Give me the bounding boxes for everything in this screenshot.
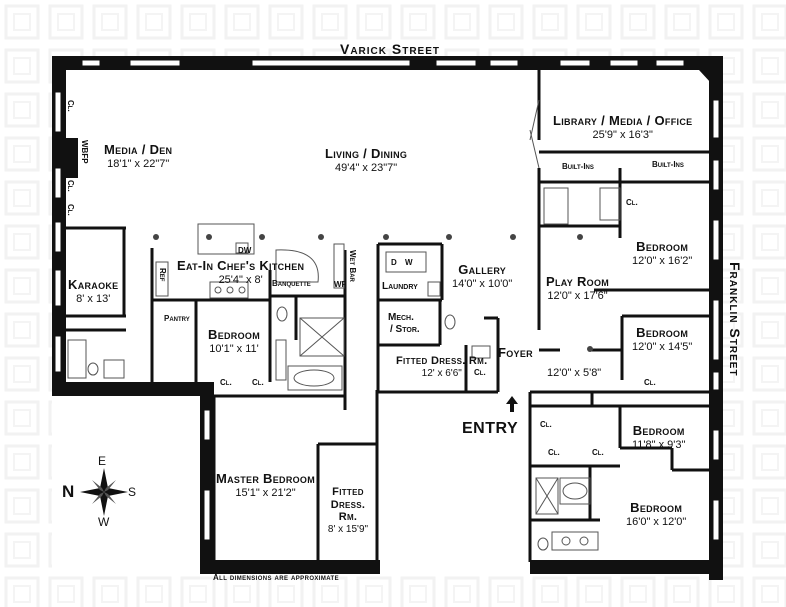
windows-south <box>203 409 211 541</box>
room-name: Eat-In Chef's Kitchen <box>177 258 305 273</box>
room-dims: 11'8" x 9'3" <box>632 438 686 451</box>
windows-north <box>81 59 685 67</box>
fireplace <box>66 138 78 178</box>
room-foyer-label: Foyer <box>498 345 533 361</box>
room-name: Media / Den <box>104 142 173 157</box>
mech-label: Mech. <box>388 312 414 323</box>
entry-arrow <box>506 396 518 412</box>
street-label-east: Franklin Street <box>727 262 744 377</box>
room-name: Bedroom <box>636 325 689 340</box>
room-dims: 10'1" x 11' <box>209 342 259 355</box>
laundry-label: Laundry <box>382 281 418 292</box>
interior-walls <box>66 70 709 562</box>
room-play-room: Play Room 12'0" x 17'6" <box>546 274 610 303</box>
room-bedroom-ne: Bedroom 12'0" x 16'2" <box>632 239 693 268</box>
closet-label: Cl. <box>644 378 656 387</box>
dryer-label: D <box>391 258 397 267</box>
room-dims: 14'0" x 10'0" <box>452 277 513 290</box>
room-dims: 18'1" x 22"7" <box>107 157 170 170</box>
built-ins-label: Built-Ins <box>562 162 594 171</box>
built-ins-label: Built-Ins <box>652 160 684 169</box>
compass-rose-icon <box>80 468 128 516</box>
street-label-north: Varick Street <box>340 41 441 57</box>
room-dims: 8' x 15'9" <box>327 523 369 535</box>
dishwasher-label: DW <box>238 246 252 255</box>
room-bedroom-se: Bedroom 16'0" x 12'0" <box>626 500 687 529</box>
closet-label: Cl. <box>66 204 76 216</box>
compass-north-letter: N <box>62 482 75 501</box>
room-dims: 25'4" x 8' <box>218 273 263 286</box>
closet-label: Cl. <box>626 198 638 207</box>
room-dims: 12'0" x 17'6" <box>547 289 608 302</box>
room-name: Library / Media / Office <box>553 113 693 128</box>
washer-label: W <box>405 258 413 267</box>
room-name: Master Bedroom <box>216 471 316 486</box>
room-dims: 49'4" x 23"7" <box>335 161 398 174</box>
room-master-bedroom: Master Bedroom 15'1" x 21'2" <box>216 471 316 500</box>
room-dims: 16'0" x 12'0" <box>626 515 687 528</box>
room-name: Foyer <box>498 345 533 360</box>
wbfp-label: WBFP <box>80 140 90 164</box>
room-dims: 12'0" x 16'2" <box>632 254 693 267</box>
compass-south-letter: S <box>128 485 137 499</box>
windows-west <box>54 91 62 373</box>
closet-label: Cl. <box>66 100 76 112</box>
fixtures <box>67 99 621 551</box>
room-dims: 12'0" x 5'8" <box>547 367 602 379</box>
closet-label: Cl. <box>252 378 264 387</box>
room-name: Fitted Dress. Rm. <box>396 355 488 367</box>
room-library: Library / Media / Office 25'9" x 16'3" <box>553 113 693 142</box>
room-living-dining: Living / Dining 49'4" x 23"7" <box>325 146 408 175</box>
room-dims: 12'0" x 14'5" <box>632 340 693 353</box>
room-karaoke: Karaoke 8' x 13' <box>68 277 119 306</box>
entry-label: ENTRY <box>462 420 519 437</box>
room-gallery: Gallery 14'0" x 10'0" <box>452 262 513 291</box>
room-name: Gallery <box>458 262 507 277</box>
room-foyer-dims: 12'0" x 5'8" <box>547 367 601 380</box>
room-bedroom-center: Bedroom 10'1" x 11' <box>208 327 260 356</box>
wf-label: WF <box>334 280 347 289</box>
room-name: Bedroom <box>630 500 683 515</box>
columns <box>153 234 593 352</box>
room-dims: 8' x 13' <box>76 292 111 305</box>
room-kitchen: Eat-In Chef's Kitchen 25'4" x 8' <box>177 258 305 287</box>
refrigerator-label: Ref <box>158 268 168 282</box>
room-bedroom-se-small: Bedroom 11'8" x 9'3" <box>632 423 686 452</box>
room-dims: 15'1" x 21'2" <box>235 486 296 499</box>
pantry-label: Pantry <box>164 314 190 323</box>
stor-label: / Stor. <box>390 324 420 335</box>
room-name: Living / Dining <box>325 146 408 161</box>
closet-label: Cl. <box>592 448 604 457</box>
room-name: Bedroom <box>636 239 689 254</box>
room-name: Bedroom <box>632 423 685 438</box>
room-bedroom-e: Bedroom 12'0" x 14'5" <box>632 325 693 354</box>
compass-east-letter: E <box>98 454 107 468</box>
wet-bar-label: Wet Bar <box>348 250 358 282</box>
room-dims: 25'9" x 16'3" <box>592 128 653 141</box>
footer-note: All dimensions are approximate <box>213 573 340 582</box>
room-name: Karaoke <box>68 277 119 292</box>
room-media-den: Media / Den 18'1" x 22"7" <box>104 142 173 171</box>
closet-label: Cl. <box>548 448 560 457</box>
closet-label: Cl. <box>540 420 552 429</box>
closet-label: Cl. <box>220 378 232 387</box>
room-dims: 12' x 6'6" <box>421 367 462 379</box>
room-fitted-dress-master: Fitted Dress. Rm. 8' x 15'9" <box>320 486 376 535</box>
windows-east <box>712 99 720 541</box>
room-name: Fitted Dress. Rm. <box>330 486 366 524</box>
room-name: Play Room <box>546 274 610 289</box>
room-name: Bedroom <box>208 327 260 342</box>
closet-label: Cl. <box>474 368 486 377</box>
compass-west-letter: W <box>98 515 110 529</box>
room-fitted-dress-center: Fitted Dress. Rm. 12' x 6'6" <box>396 355 488 379</box>
closet-label: Cl. <box>66 180 76 192</box>
banquette-label: Banquette <box>272 279 311 288</box>
